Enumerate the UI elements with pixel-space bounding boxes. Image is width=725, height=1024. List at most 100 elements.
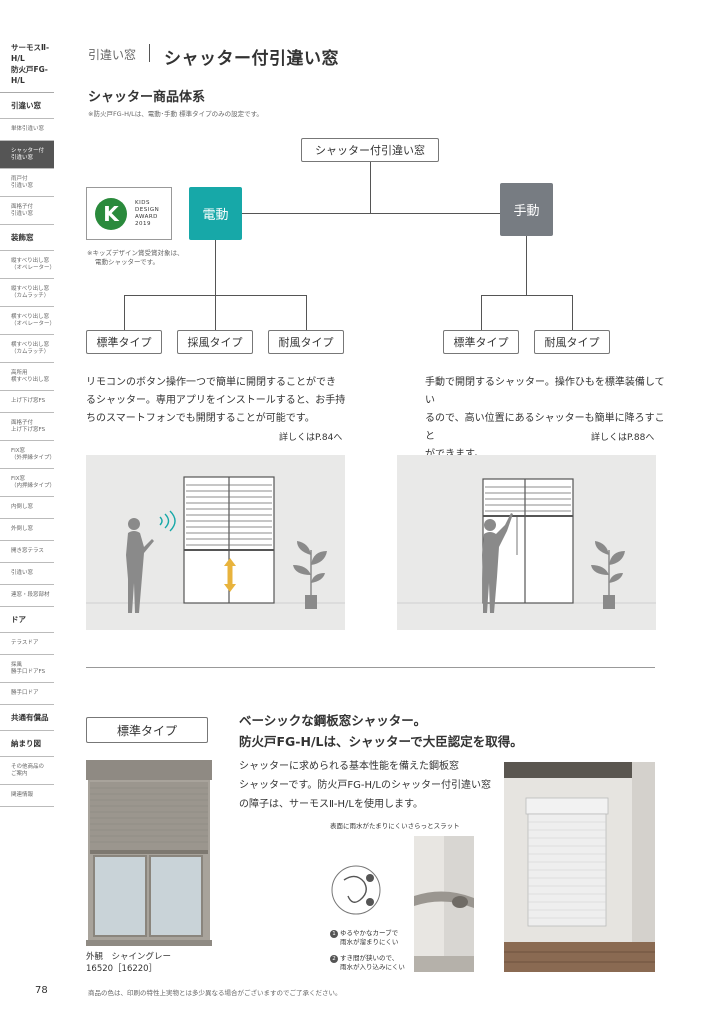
tree-root-box: シャッター付引違い窓 [301, 138, 439, 162]
sidebar-item[interactable]: 単体引違い窓 [0, 119, 54, 141]
sidebar-item-label: 開き窓テラス [11, 548, 44, 554]
electric-more-link[interactable]: 詳しくはP.84へ [279, 433, 343, 443]
sidebar-item-label: （オペレーター） [11, 320, 56, 327]
sidebar-item-label: 引違い窓 [11, 101, 41, 110]
sidebar-item[interactable]: 外倒し窓 [0, 519, 54, 541]
sidebar-item[interactable]: 縦すべり出し窓（オペレーター） [0, 251, 55, 279]
sidebar-item[interactable]: 雨戸付引違い窓 [0, 169, 54, 197]
sidebar-item-label: ご案内 [11, 770, 28, 777]
exterior-photo [504, 762, 655, 972]
sidebar-item[interactable]: 横すべり出し窓（カムラッチ） [0, 335, 54, 363]
breadcrumb: 引違い窓 [88, 48, 137, 62]
description-line: リモコンのボタン操作一つで簡単に開閉することができ [86, 377, 336, 388]
sidebar-item[interactable]: 引違い窓 [0, 93, 54, 119]
sidebar-item[interactable]: 内倒し窓 [0, 497, 54, 519]
description-line: ちのスマートフォンでも開閉することが可能です。 [86, 413, 315, 424]
sidebar-item-label: （カムラッチ） [11, 348, 50, 355]
slat-note-line: すき間が狭いので、 [340, 954, 399, 962]
sidebar-item-label: 採風 [11, 661, 23, 668]
sidebar-item-label: 引違い窓 [11, 210, 34, 217]
sidebar-item[interactable]: 縦すべり出し窓（カムラッチ） [0, 279, 54, 307]
slat-closeup-photo [414, 836, 474, 972]
sidebar-item[interactable]: 開き窓テラス [0, 541, 54, 563]
sidebar-item[interactable]: 上げ下げ窓FS [0, 391, 54, 413]
sidebar-item-label: 引違い窓 [11, 570, 34, 576]
sidebar-item[interactable]: その他商品のご案内 [0, 757, 54, 785]
sidebar-item-label: 共通有償品 [11, 713, 49, 722]
sidebar-item-label: 面格子付 [11, 203, 34, 210]
sidebar-title-line: サーモスⅡ-H/L [11, 43, 50, 63]
sidebar-item-label: 横すべり出し窓 [11, 313, 50, 320]
electric-windproof-type-box: 耐風タイプ [268, 330, 344, 354]
sidebar-item[interactable]: FIX窓（外押縁タイプ） [0, 441, 55, 469]
manual-standard-type-box: 標準タイプ [443, 330, 519, 354]
sidebar-item-label: 引違い窓 [11, 182, 34, 189]
sidebar-title-line: 防火戸FG-H/L [11, 65, 48, 85]
electric-ventilation-type-box: 採風タイプ [177, 330, 253, 354]
sidebar-item[interactable]: ドア [0, 607, 54, 633]
sidebar-item[interactable]: 横すべり出し窓（オペレーター） [0, 307, 56, 335]
section-title: シャッター商品体系 [88, 90, 206, 105]
slat-cross-section-diagram [330, 860, 382, 920]
sidebar-item-label: 上げ下げ窓FS [11, 426, 46, 433]
tree-line [124, 295, 125, 330]
tree-line [572, 295, 573, 330]
award-note-line: 電動シャッターです。 [95, 258, 159, 266]
sidebar-item[interactable]: 採風勝手口ドアFS [0, 655, 54, 683]
sidebar-item-label: （内押縁タイプ） [11, 482, 56, 489]
kids-design-logo-icon: K [95, 197, 127, 230]
award-line: DESIGN [135, 206, 160, 213]
sidebar-title: サーモスⅡ-H/L 防火戸FG-H/L [0, 38, 54, 93]
caption-line: 外観 シャイングレー [86, 952, 172, 962]
sidebar-item[interactable]: 共通有償品 [0, 705, 54, 731]
sidebar-item-label: 関連情報 [11, 792, 34, 798]
sidebar-item[interactable]: 面格子付引違い窓 [0, 197, 54, 225]
electric-standard-type-box: 標準タイプ [86, 330, 162, 354]
sidebar-item[interactable]: FIX窓（内押縁タイプ） [0, 469, 56, 497]
award-line: 2019 [135, 220, 151, 227]
sidebar-item[interactable]: 面格子付上げ下げ窓FS [0, 413, 54, 441]
sidebar-item-label: 連窓・段窓部材 [11, 592, 50, 598]
slat-title: 表面に雨水がたまりにくいさらっとスラット [330, 822, 460, 830]
description-line: 手動で開閉するシャッター。操作ひもを標準装備してい [425, 377, 665, 406]
tree-line [306, 295, 307, 330]
manual-windproof-type-box: 耐風タイプ [534, 330, 610, 354]
sidebar-item[interactable]: 勝手口ドア [0, 683, 54, 705]
body-line: の障子は、サーモスⅡ-H/Lを使用します。 [239, 799, 423, 810]
sidebar-item-label: 高所用 [11, 369, 28, 376]
sidebar-item-label: 横すべり出し窓 [11, 341, 50, 348]
sidebar-item[interactable]: 高所用横すべり出し窓 [0, 363, 54, 391]
sidebar-item-label: FIX窓 [11, 447, 26, 454]
tree-line [215, 295, 216, 330]
footnote: 商品の色は、印刷の特性上実物とは多少異なる場合がございますのでご了承ください。 [88, 989, 342, 997]
tree-line [215, 240, 216, 295]
description-line: ができます。 [425, 446, 665, 464]
sidebar-item-label: 面格子付 [11, 419, 34, 426]
manual-box: 手動 [500, 183, 553, 236]
sidebar-item-label: 横すべり出し窓 [11, 376, 50, 383]
header-separator [149, 44, 150, 62]
headline-line: 防火戸FG-H/Lは、シャッターで大臣認定を取得。 [239, 734, 523, 749]
sidebar-item[interactable]: 納まり図 [0, 731, 54, 757]
sidebar-item-label: 引違い窓 [11, 154, 34, 161]
sidebar-item[interactable]: 連窓・段窓部材 [0, 585, 54, 607]
sidebar-item[interactable]: 関連情報 [0, 785, 54, 807]
tree-line [242, 213, 500, 214]
slat-note-line: 雨水が入り込みにくい [340, 963, 405, 971]
slat-note-line: 雨水が溜まりにくい [340, 938, 399, 946]
tree-line [481, 295, 482, 330]
tree-line [481, 295, 572, 296]
sidebar-item[interactable]: テラスドア [0, 633, 54, 655]
sidebar-item[interactable]: 装飾窓 [0, 225, 54, 251]
award-line: KIDS [135, 199, 150, 206]
manual-more-link[interactable]: 詳しくはP.88へ [591, 433, 655, 443]
sidebar-nav: サーモスⅡ-H/L 防火戸FG-H/L 引違い窓単体引違い窓シャッター付引違い窓… [0, 38, 56, 807]
manual-description: 手動で開閉するシャッター。操作ひもを標準装備してい るので、高い位置にあるシャッ… [425, 374, 665, 464]
award-note-line: ※キッズデザイン賞受賞対象は、 [87, 249, 184, 257]
award-text: KIDS DESIGN AWARD 2019 [135, 200, 159, 228]
sidebar-item[interactable]: シャッター付引違い窓 [0, 141, 54, 169]
sidebar-item[interactable]: 引違い窓 [0, 563, 54, 585]
standard-headline: ベーシックな鋼板窓シャッター。 防火戸FG-H/Lは、シャッターで大臣認定を取得… [239, 710, 523, 752]
sidebar-item-label: FIX窓 [11, 475, 26, 482]
